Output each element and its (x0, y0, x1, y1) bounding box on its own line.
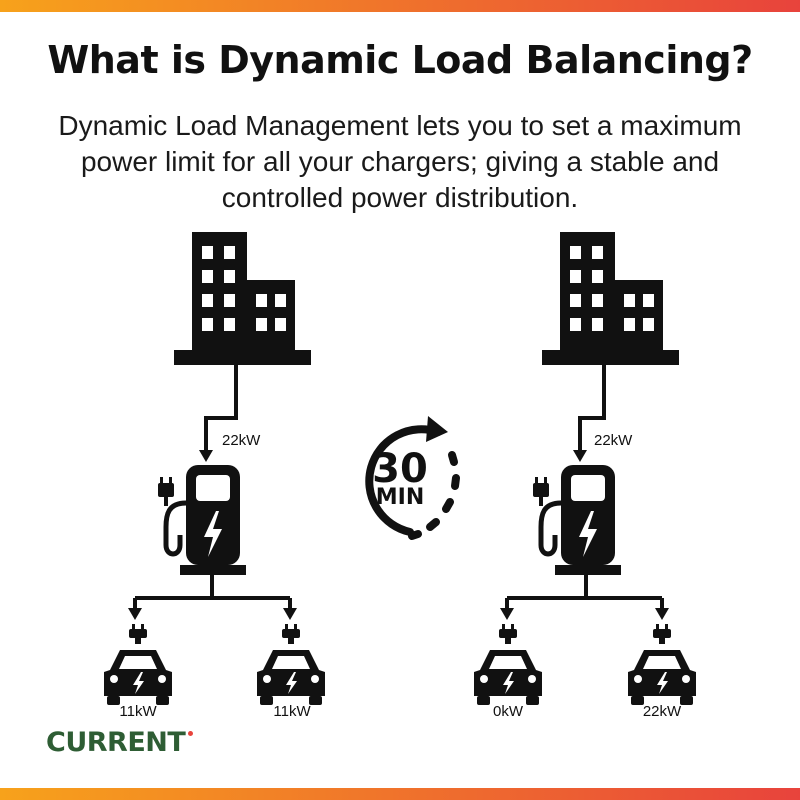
right-system: 22kW 0kW 22kW (474, 232, 696, 720)
building-icon (174, 232, 311, 365)
building-icon (542, 232, 679, 365)
logo-dot (188, 731, 193, 736)
car-icon (628, 624, 696, 705)
car2-arrow (655, 608, 669, 620)
left-car2-label: 11kW (273, 703, 311, 720)
charging-station-icon (158, 465, 246, 575)
supply-line (204, 365, 238, 452)
right-car1-label: 0kW (493, 703, 524, 720)
car1-arrow (500, 608, 514, 620)
right-car2-label: 22kW (643, 703, 682, 720)
right-supply-label: 22kW (594, 432, 633, 449)
timer-number: 30 (372, 446, 428, 492)
left-car1-label: 11kW (119, 703, 157, 720)
supply-arrow (199, 450, 213, 462)
timer-icon: 30 MIN (365, 416, 460, 540)
distribution-lines (505, 575, 664, 612)
left-supply-label: 22kW (222, 432, 261, 449)
timer-unit: MIN (376, 485, 425, 510)
car-icon (257, 624, 325, 705)
car2-arrow (283, 608, 297, 620)
car-icon (104, 624, 172, 705)
current-logo: CURRENT (46, 727, 186, 758)
distribution-lines (133, 575, 292, 612)
top-gradient-bar (0, 0, 800, 12)
car1-arrow (128, 608, 142, 620)
charging-station-icon (533, 465, 621, 575)
supply-line (578, 365, 606, 452)
bottom-gradient-bar (0, 788, 800, 800)
page-title: What is Dynamic Load Balancing? (47, 38, 753, 82)
page-subtitle: Dynamic Load Management lets you to set … (58, 110, 742, 213)
left-system: 22kW 11kW 11kW (104, 232, 325, 720)
car-icon (474, 624, 542, 705)
supply-arrow (573, 450, 587, 462)
